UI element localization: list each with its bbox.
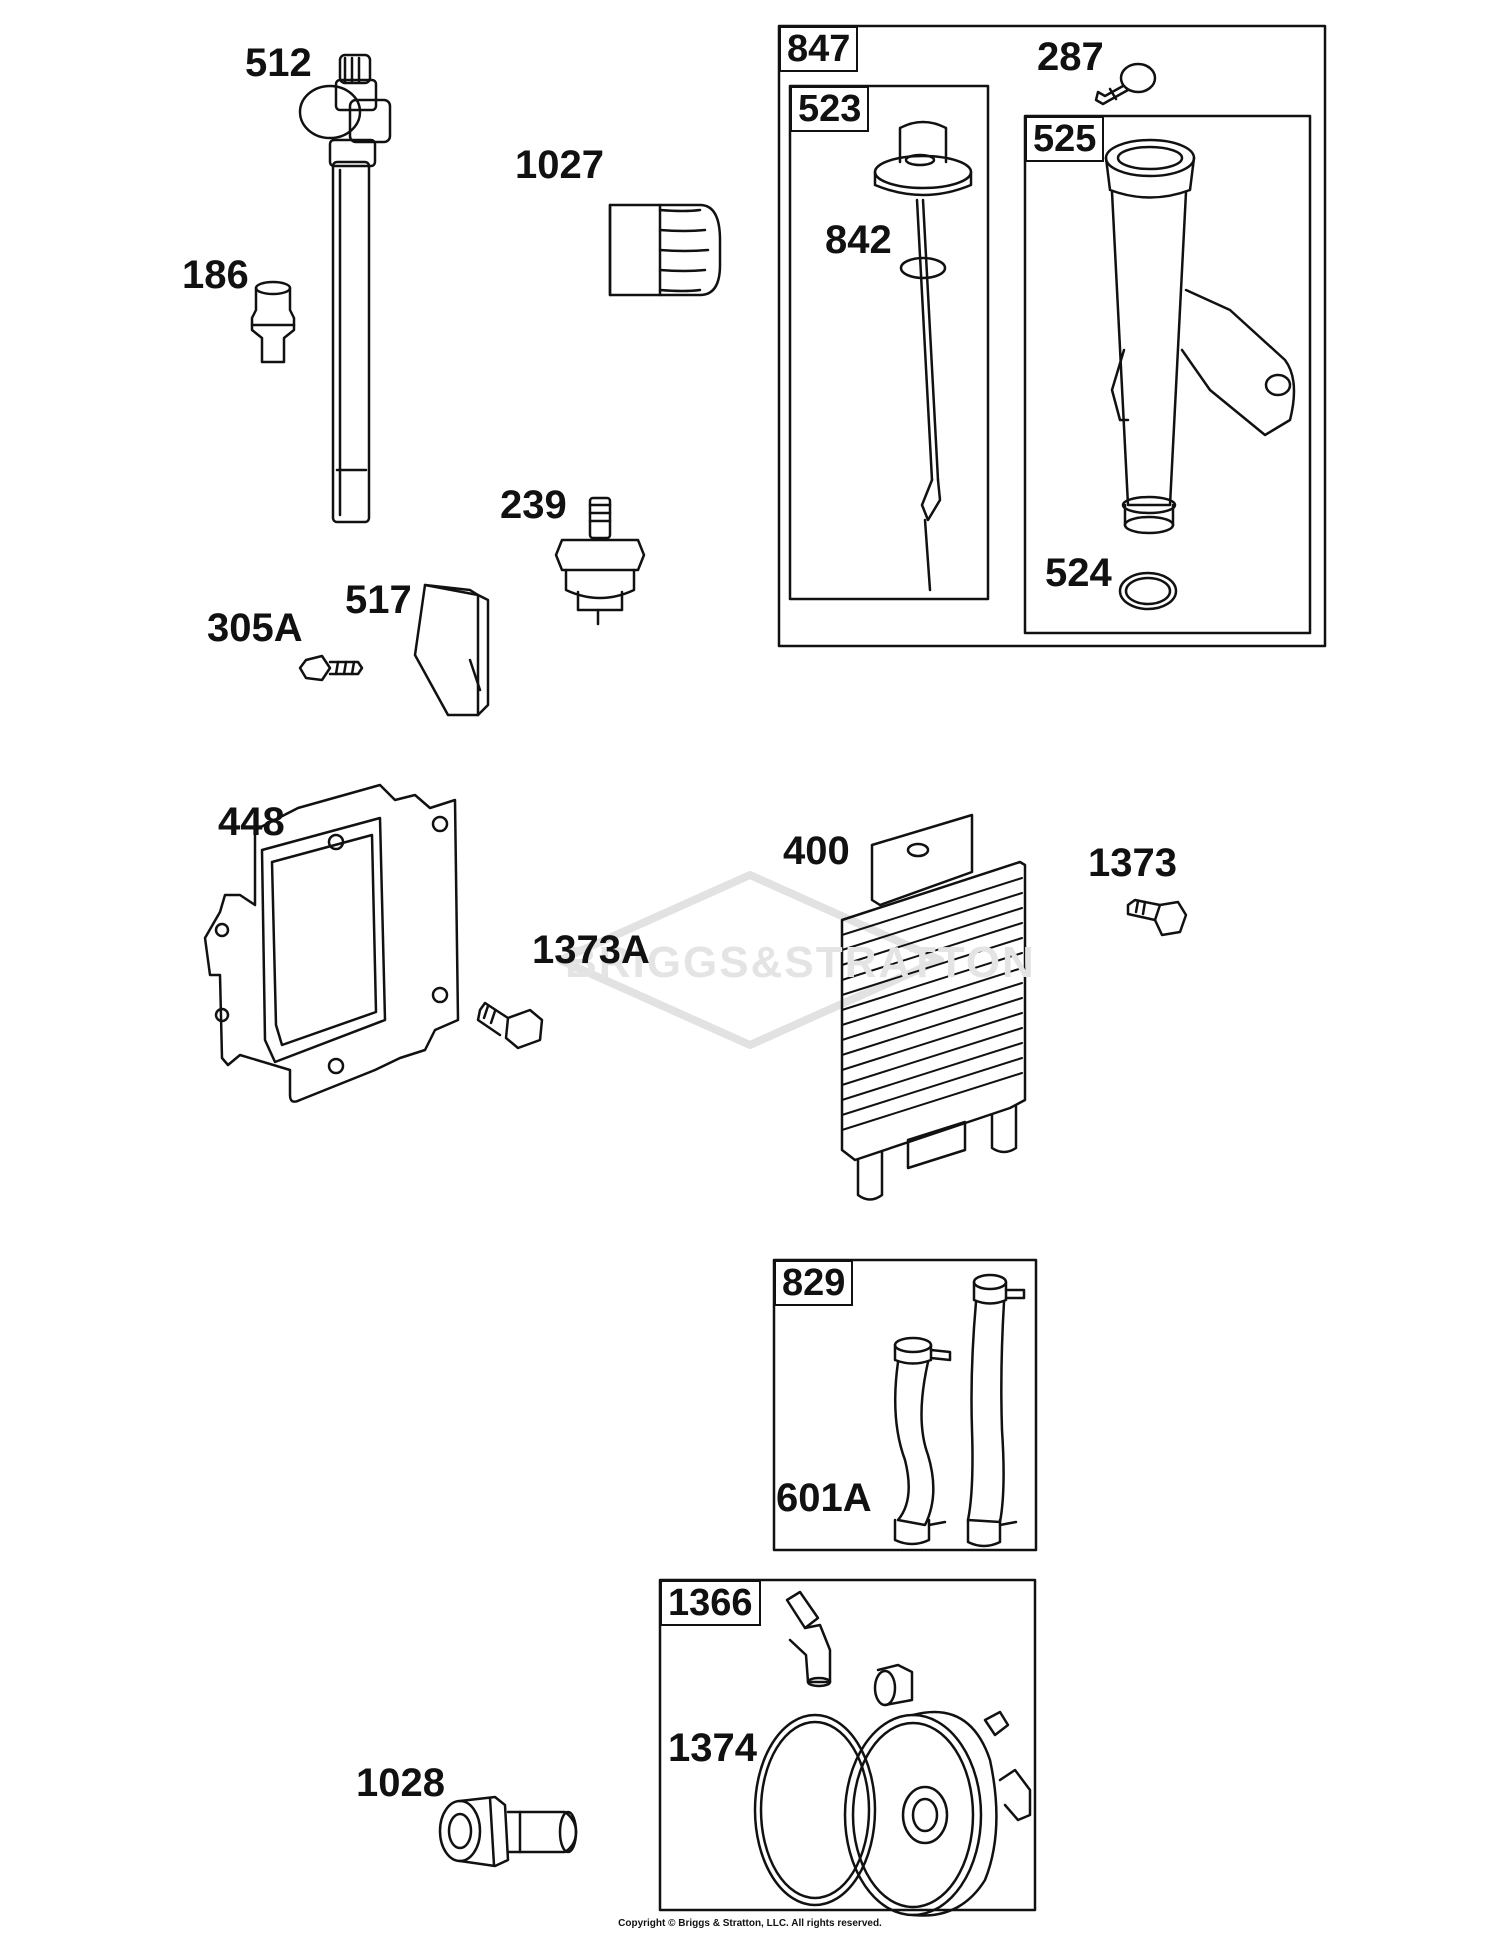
hoses-601a (893, 1273, 1026, 1548)
label-400: 400 (783, 829, 850, 873)
copyright-notice: Copyright © Briggs & Stratton, LLC. All … (618, 1918, 882, 1929)
label-524: 524 (1045, 551, 1112, 595)
watermark-text: BRIGGS&STRATTON (565, 938, 1036, 987)
dipstick-523 (873, 120, 973, 592)
label-239: 239 (500, 483, 567, 527)
bolt-1373a (476, 1001, 544, 1050)
label-512: 512 (245, 41, 312, 85)
fitting-1028 (438, 1795, 578, 1868)
group-tag-1366: 1366 (660, 1580, 761, 1626)
bracket-clip-517 (413, 583, 490, 717)
label-517: 517 (345, 578, 412, 622)
label-1373a: 1373A (532, 928, 650, 972)
screw-287 (1094, 62, 1157, 106)
group-tag-829: 829 (774, 1260, 854, 1306)
label-448: 448 (218, 800, 285, 844)
label-186: 186 (182, 253, 249, 297)
oil-filter-1027 (608, 203, 722, 297)
cooler-plate-448 (203, 783, 460, 1103)
label-1374: 1374 (668, 1726, 757, 1770)
oil-filter-adapter-1366 (753, 1590, 1032, 1917)
label-1028: 1028 (356, 1761, 445, 1805)
label-287: 287 (1037, 35, 1104, 79)
label-1027: 1027 (515, 143, 604, 187)
watermark-logo (556, 871, 944, 1049)
fill-tube-525 (1104, 138, 1296, 535)
group-tag-523: 523 (790, 86, 870, 132)
group-tag-847: 847 (779, 26, 859, 72)
group-box-1366 (658, 1578, 1037, 1912)
o-ring-524 (1118, 571, 1178, 611)
label-842: 842 (825, 218, 892, 262)
screw-305a (298, 654, 364, 682)
dipstick-tube-512 (298, 53, 392, 524)
label-1373: 1373 (1088, 841, 1177, 885)
oil-cooler-400 (840, 813, 1027, 1201)
group-box-829 (772, 1258, 1038, 1552)
group-tag-525: 525 (1025, 116, 1105, 162)
oil-pressure-switch-239 (554, 496, 646, 626)
group-box-847 (777, 24, 1327, 648)
grommet-186 (250, 280, 296, 364)
label-601a: 601A (776, 1476, 872, 1520)
bolt-1373 (1126, 898, 1188, 937)
label-305a: 305A (207, 606, 303, 650)
